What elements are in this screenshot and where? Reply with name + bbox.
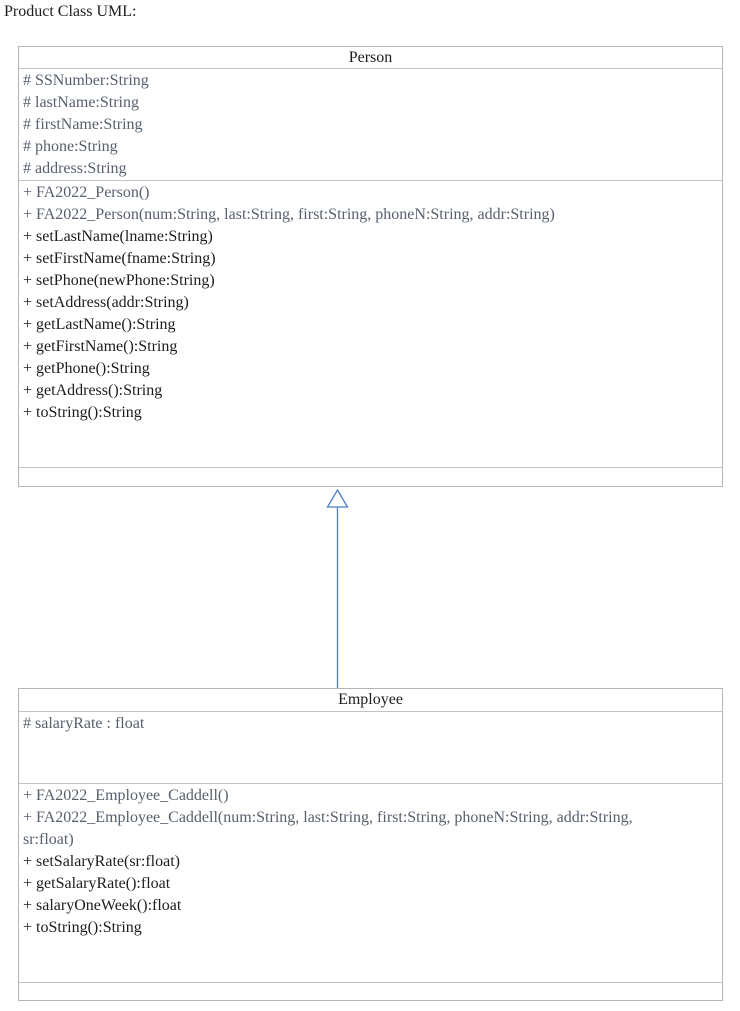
method-row: + FA2022_Person() xyxy=(23,184,150,201)
method-row: + getPhone():String xyxy=(23,360,150,377)
employee-empty-compartment xyxy=(19,983,722,1000)
inheritance-arrow xyxy=(326,488,349,689)
method-row: + getSalaryRate():float xyxy=(23,875,171,892)
method-row: + setLastName(lname:String) xyxy=(23,228,213,245)
method-row: + getAddress():String xyxy=(23,382,163,399)
method-row: + setFirstName(fname:String) xyxy=(23,250,216,267)
page-title: Product Class UML: xyxy=(4,3,137,20)
person-attributes-compartment: # SSNumber:String # lastName:String # fi… xyxy=(19,69,722,181)
method-row: + setPhone(newPhone:String) xyxy=(23,272,215,289)
attribute-row: # SSNumber:String xyxy=(23,72,149,89)
employee-attributes-compartment: # salaryRate : float xyxy=(19,712,722,784)
attribute-row: # firstName:String xyxy=(23,116,143,133)
employee-methods-compartment: + FA2022_Employee_Caddell() + FA2022_Emp… xyxy=(19,784,722,983)
method-row: + toString():String xyxy=(23,919,142,936)
method-row: + setAddress(addr:String) xyxy=(23,294,189,311)
method-row: + setSalaryRate(sr:float) xyxy=(23,853,180,870)
attribute-row: # phone:String xyxy=(23,138,118,155)
hollow-triangle-icon xyxy=(326,488,349,508)
method-row: + getFirstName():String xyxy=(23,338,178,355)
method-row: + getLastName():String xyxy=(23,316,176,333)
attribute-row: # lastName:String xyxy=(23,94,139,111)
person-empty-compartment xyxy=(19,468,722,486)
method-row: + FA2022_Person(num:String, last:String,… xyxy=(23,206,555,223)
method-row: + salaryOneWeek():float xyxy=(23,897,182,914)
method-row: + FA2022_Employee_Caddell() xyxy=(23,787,229,804)
method-row: + toString():String xyxy=(23,404,142,421)
attribute-row: # salaryRate : float xyxy=(23,715,145,732)
attribute-row: # address:String xyxy=(23,160,127,177)
person-class-title: Person xyxy=(19,47,722,69)
person-methods-compartment: + FA2022_Person() + FA2022_Person(num:St… xyxy=(19,181,722,468)
method-row: + FA2022_Employee_Caddell(num:String, la… xyxy=(23,809,633,848)
employee-class-title: Employee xyxy=(19,689,722,712)
person-class-box: Person # SSNumber:String # lastName:Stri… xyxy=(18,46,723,487)
employee-class-box: Employee # salaryRate : float + FA2022_E… xyxy=(18,688,723,1001)
